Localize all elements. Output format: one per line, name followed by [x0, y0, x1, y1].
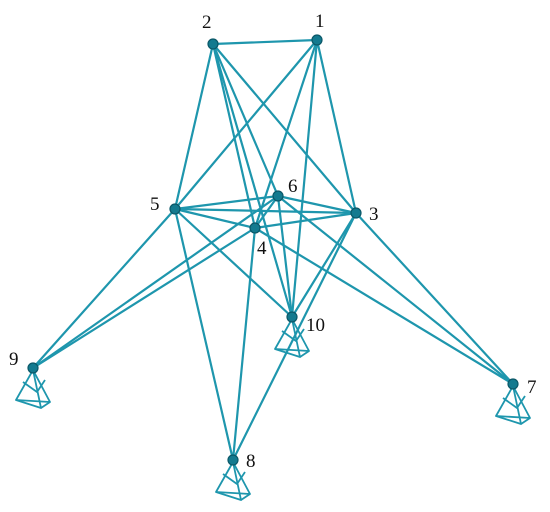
support-9-icon: [15, 369, 51, 409]
member-3-10: [290, 211, 358, 319]
member-1-10: [290, 38, 319, 319]
member-5-10: [173, 207, 294, 319]
support-10-icon: [274, 318, 310, 358]
member-2-3: [211, 42, 358, 215]
node-label-10: 10: [306, 315, 325, 336]
node-label-6: 6: [288, 176, 298, 197]
member-5-4: [173, 207, 257, 230]
node-label-8: 8: [246, 451, 256, 472]
member-6-9: [31, 194, 280, 370]
node-label-2: 2: [202, 12, 212, 33]
node-label-5: 5: [150, 194, 160, 215]
node-label-1: 1: [315, 11, 325, 32]
support-8-icon: [215, 461, 251, 501]
member-2-5: [173, 42, 215, 211]
member-6-10: [276, 194, 294, 319]
member-1-3: [315, 38, 358, 215]
member-3-8: [231, 211, 358, 462]
member-4-8: [231, 226, 257, 462]
member-2-10: [211, 42, 294, 319]
joint-1: [311, 34, 323, 46]
member-5-3: [173, 207, 358, 215]
joints-layer: [27, 34, 519, 466]
member-1-5: [173, 38, 319, 211]
member-4-7: [253, 226, 515, 386]
member-2-1: [211, 38, 319, 46]
joint-7: [507, 378, 519, 390]
labels-layer: 1 2 3 4 5 6 7 8 9 10: [9, 11, 537, 472]
joint-6: [272, 190, 284, 202]
member-5-6: [173, 194, 280, 211]
joint-10: [286, 311, 298, 323]
node-label-9: 9: [9, 349, 19, 370]
joint-2: [207, 38, 219, 50]
node-label-3: 3: [369, 204, 379, 225]
member-5-8: [173, 207, 235, 462]
joint-3: [350, 207, 362, 219]
member-4-9: [31, 226, 257, 370]
member-4-3: [253, 211, 358, 230]
node-label-4: 4: [257, 238, 267, 259]
support-7-icon: [495, 385, 531, 425]
member-2-4: [211, 42, 257, 230]
joint-4: [249, 222, 261, 234]
member-6-7: [276, 194, 515, 386]
node-label-7: 7: [527, 377, 537, 398]
member-6-3: [276, 194, 358, 215]
supports-layer: [15, 318, 531, 501]
joint-8: [227, 454, 239, 466]
member-6-4: [253, 194, 280, 230]
member-2-6: [211, 42, 280, 198]
member-5-9: [31, 207, 177, 370]
members-layer: [31, 38, 515, 462]
joint-9: [27, 362, 39, 374]
member-3-7: [354, 211, 515, 386]
joint-5: [169, 203, 181, 215]
